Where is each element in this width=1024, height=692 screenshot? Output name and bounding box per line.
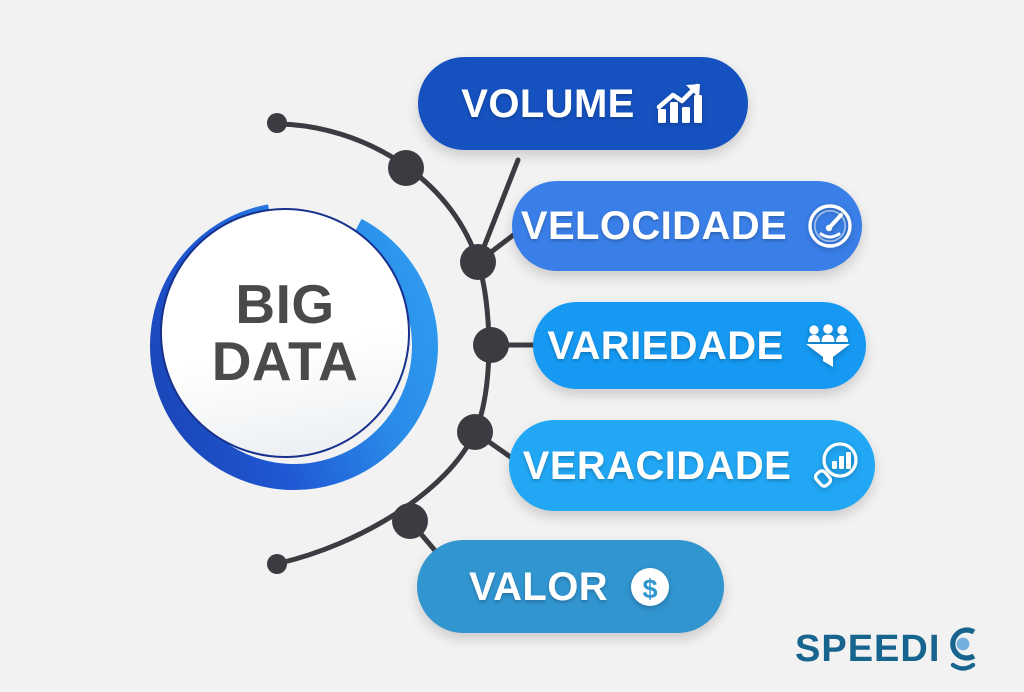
- network-node-valor[interactable]: [392, 503, 428, 539]
- big-data-line-1: BIG: [235, 272, 335, 335]
- network-endpoint-bottom: [267, 554, 287, 574]
- pill-valor-label: VALOR: [468, 564, 609, 609]
- pill-variedade-label: VARIEDADE: [547, 323, 784, 368]
- o-arc-dot-icon: [941, 624, 987, 674]
- big-data-circle: BIG DATA: [148, 196, 448, 496]
- pill-volume[interactable]: VOLUME: [418, 57, 748, 150]
- magnifier-bar-chart-icon: [811, 441, 861, 491]
- pill-veracidade[interactable]: VERACIDADE: [509, 420, 875, 511]
- branch-volume: [475, 157, 521, 265]
- pill-variedade[interactable]: VARIEDADE: [533, 302, 866, 389]
- dollar-coin-icon: $: [628, 565, 672, 609]
- pill-volume-label: VOLUME: [461, 81, 635, 126]
- pill-valor[interactable]: VALOR $: [417, 540, 724, 633]
- network-node-veracidade[interactable]: [457, 414, 493, 450]
- pill-velocidade[interactable]: VELOCIDADE: [512, 181, 862, 271]
- speedio-logo: SPEEDI: [795, 624, 987, 674]
- network-endpoint-top: [267, 113, 287, 133]
- pill-veracidade-label: VERACIDADE: [522, 443, 792, 488]
- svg-text:$: $: [643, 574, 658, 604]
- speedio-wordmark: SPEEDI: [795, 628, 941, 670]
- pill-velocidade-label: VELOCIDADE: [520, 204, 788, 248]
- big-data-inner-disc: BIG DATA: [160, 208, 410, 458]
- bar-chart-arrow-up-icon: [655, 81, 705, 127]
- network-node-variedade[interactable]: [473, 327, 509, 363]
- big-data-line-2: DATA: [211, 330, 359, 392]
- people-funnel-icon: [804, 323, 852, 369]
- speedometer-icon: [807, 203, 853, 249]
- network-node-velocidade[interactable]: [460, 244, 496, 280]
- network-node-volume[interactable]: [388, 150, 424, 186]
